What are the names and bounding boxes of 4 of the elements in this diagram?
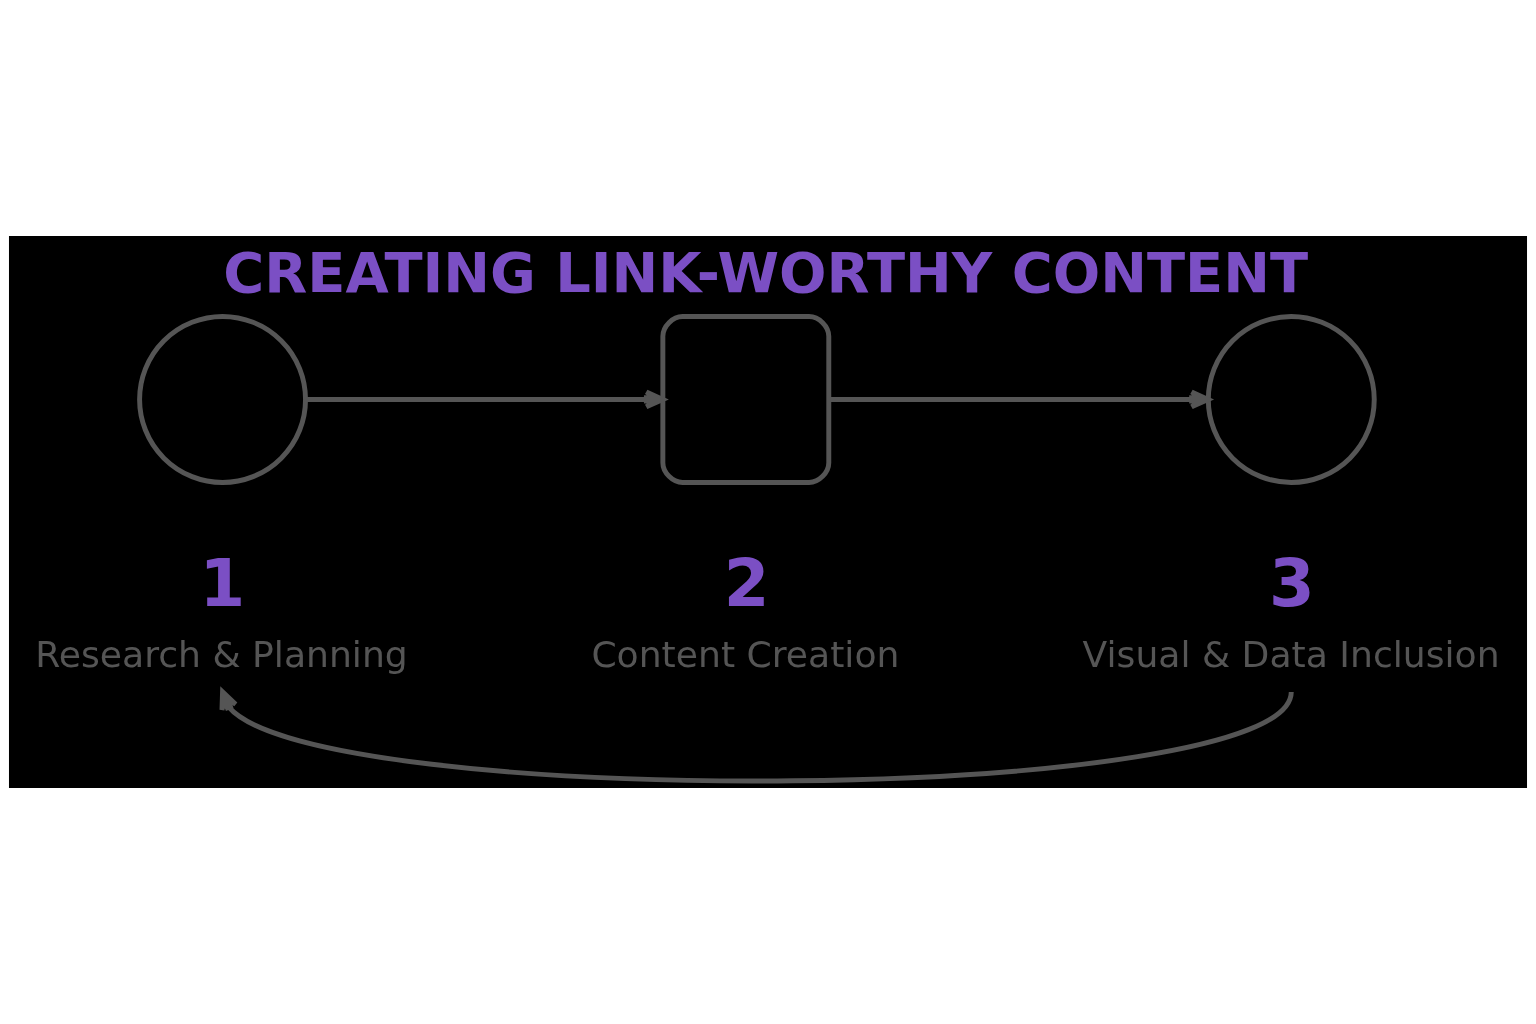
node-text: 1 Research & Planning bbox=[35, 545, 408, 676]
diagram-title: CREATING LINK-WORTHY CONTENT bbox=[223, 240, 1308, 306]
node-text: 2 Content Creation bbox=[591, 545, 900, 676]
node-text: 3 Visual & Data Inclusion bbox=[1082, 545, 1500, 676]
